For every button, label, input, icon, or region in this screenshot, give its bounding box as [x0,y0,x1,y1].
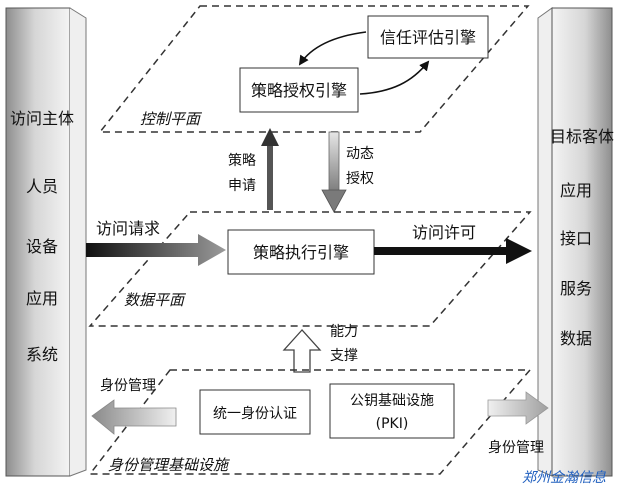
policy-enforcement-engine-label: 策略执行引擎 [253,243,349,262]
target-object-panel: 目标客体 应用 接口 服务 数据 [537,7,614,477]
access-subject-item: 人员 [26,177,58,196]
access-subject-title: 访问主体 [10,109,74,128]
identity-management-plane-label: 身份管理基础设施 [108,456,230,474]
access-subject-item: 应用 [26,289,58,308]
trust-evaluation-engine-box [367,15,489,59]
control-plane: 控制平面 信任评估引擎 策略授权引擎 [98,5,530,133]
access-subject-panel: 访问主体 人员 设备 应用 系统 [5,7,87,477]
dynamic-authorization-arrow [321,131,347,213]
trust-to-policy-arrow [298,31,367,66]
access-permit-label: 访问许可 [412,223,476,242]
access-request-label: 访问请求 [96,219,160,238]
policy-authorization-engine-box [239,67,359,113]
policy-request-label-1: 策略 [228,152,256,169]
unified-authentication-label: 统一身份认证 [213,406,297,422]
pki-label-line1: 公钥基础设施 [350,392,434,409]
access-subject-item: 设备 [26,237,58,256]
unified-authentication-box [199,389,311,435]
policy-to-trust-arrow [359,60,430,95]
target-object-title: 目标客体 [550,127,614,146]
watermark-text: 郑州金瀚信息 [522,470,606,486]
dynamic-authorization-label-2: 授权 [346,171,374,187]
access-subject-item: 系统 [26,345,58,364]
target-object-item: 接口 [560,229,592,248]
identity-management-right-arrow [487,391,549,425]
capability-support-label-2: 支撑 [330,348,358,364]
data-plane: 数据平面 [88,211,532,327]
capability-support-arrow [282,329,322,373]
policy-authorization-engine-label: 策略授权引擎 [251,81,347,100]
identity-management-right-label: 身份管理 [488,440,544,456]
policy-request-label-2: 申请 [228,178,256,194]
access-request-arrow [86,234,226,266]
target-object-item: 服务 [560,279,592,298]
pki-label-line2: (PKI) [376,416,409,432]
policy-enforcement-engine-box [227,229,375,275]
target-object-item: 数据 [560,329,592,348]
capability-support-label-1: 能力 [330,324,358,340]
access-permit-arrow [374,238,532,264]
target-object-item: 应用 [560,181,592,200]
policy-request-arrow [261,128,279,210]
identity-management-left-label: 身份管理 [100,378,156,394]
identity-management-plane: 身份管理基础设施 [88,369,532,475]
trust-evaluation-engine-label: 信任评估引擎 [380,28,476,47]
pki-box [329,383,455,439]
dynamic-authorization-label-1: 动态 [346,146,374,162]
identity-management-left-arrow [91,399,177,435]
control-plane-label: 控制平面 [140,110,203,128]
data-plane-label: 数据平面 [124,291,187,309]
